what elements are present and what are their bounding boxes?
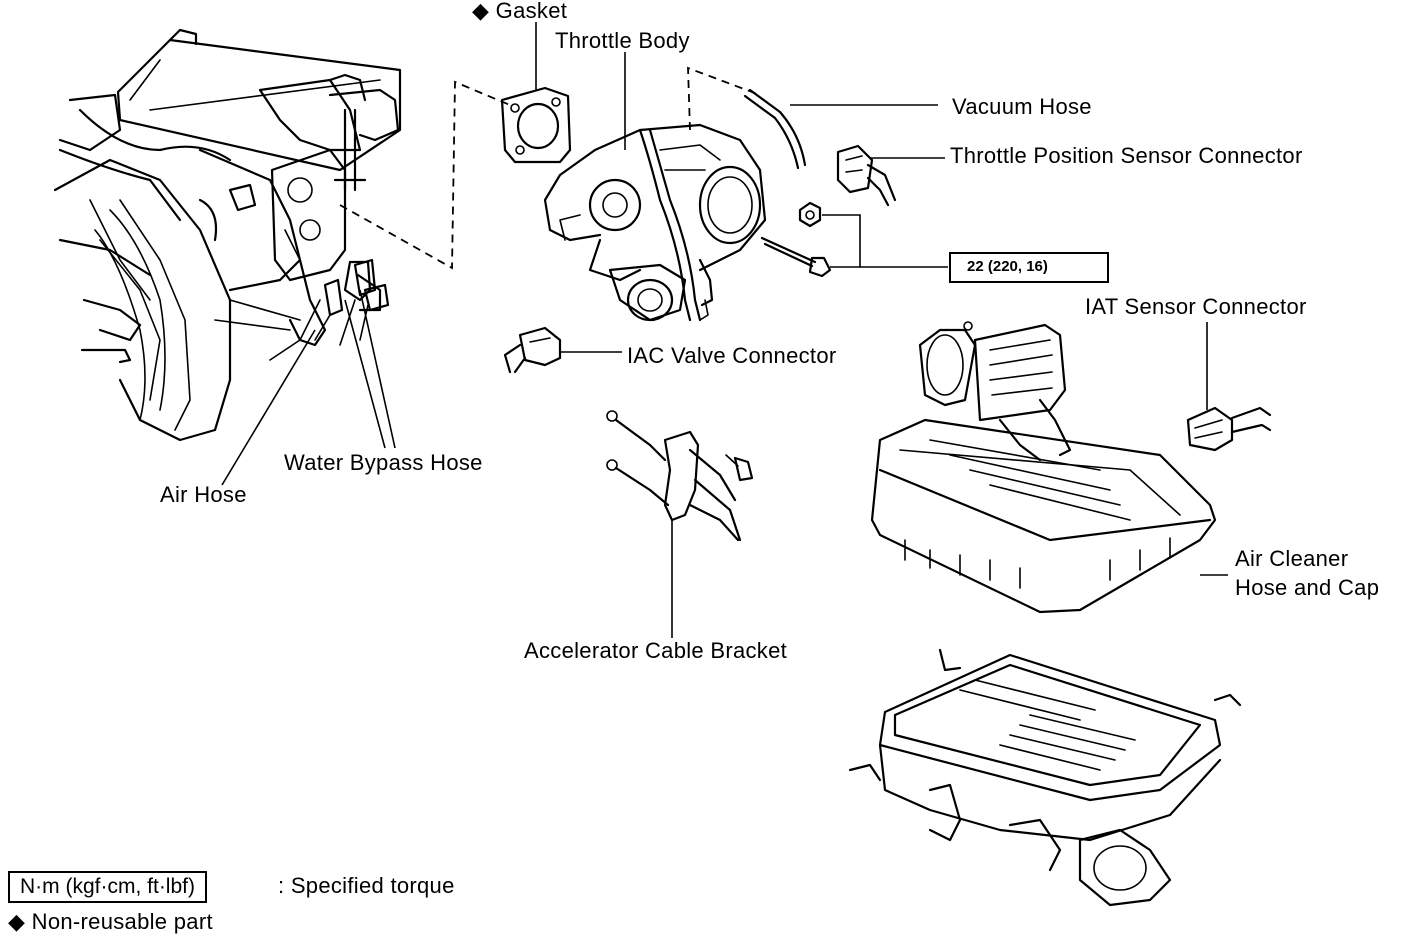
water-bypass-hose-label: Water Bypass Hose <box>284 450 483 475</box>
torque-legend-desc: : Specified torque <box>278 873 455 898</box>
air-hose-label: Air Hose <box>160 482 247 507</box>
non-reusable-marker: ◆ <box>472 0 490 23</box>
air-cleaner-label-line2: Hose and Cap <box>1235 575 1380 600</box>
vacuum-hose-label: Vacuum Hose <box>952 94 1092 119</box>
throttle-body-label: Throttle Body <box>555 28 690 53</box>
engine-intake-drawing <box>53 28 402 442</box>
accelerator-bracket-label: Accelerator Cable Bracket <box>524 638 788 663</box>
nonreusable-legend-desc: Non-reusable part <box>31 909 213 934</box>
tps-connector-drawing <box>836 144 897 207</box>
iat-connector-label: IAT Sensor Connector <box>1085 294 1307 319</box>
air-cleaner-case-drawing <box>848 648 1242 907</box>
air-cleaner-label: Air Cleaner Hose and Cap <box>1235 546 1379 601</box>
air-cleaner-cap-drawing <box>870 321 1217 614</box>
accelerator-bracket-drawing <box>606 410 754 542</box>
nut-bolt-drawing <box>760 201 832 278</box>
torque-spec-box: 22 (220, 16) <box>949 252 1109 283</box>
gasket-label: ◆ Gasket <box>472 0 567 24</box>
iac-connector-label: IAC Valve Connector <box>627 343 837 368</box>
gasket-label-text: Gasket <box>495 0 568 23</box>
gasket-drawing <box>500 86 572 164</box>
tps-connector-label: Throttle Position Sensor Connector <box>950 143 1303 168</box>
iat-connector-drawing <box>1186 406 1272 452</box>
throttle-body-drawing <box>543 123 767 322</box>
hose-clamps-drawing <box>314 258 390 341</box>
nonreusable-legend-symbol: ◆ <box>8 909 26 934</box>
leader-lines <box>221 22 1228 638</box>
iac-connector-drawing <box>503 326 562 374</box>
air-cleaner-label-line1: Air Cleaner <box>1235 546 1349 571</box>
nonreusable-legend: ◆ Non-reusable part <box>8 909 213 935</box>
vacuum-hose-drawing <box>743 88 807 170</box>
torque-legend-box: N·m (kgf·cm, ft·lbf) <box>8 871 207 903</box>
